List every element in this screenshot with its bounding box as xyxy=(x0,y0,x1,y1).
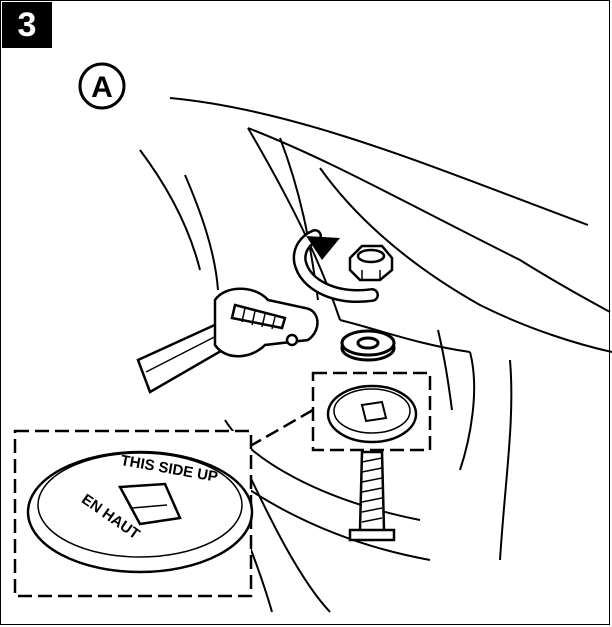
closet-bolt xyxy=(348,450,396,542)
washer-square-hole xyxy=(117,482,182,526)
flat-washer xyxy=(340,329,396,362)
zoom-connector-line xyxy=(251,408,314,447)
hex-nut xyxy=(348,244,394,282)
callout-a-label: A xyxy=(91,71,113,104)
bolt-retainer-washer-small xyxy=(311,371,432,452)
wrench xyxy=(136,287,319,394)
step-number-badge: 3 xyxy=(2,2,52,48)
tighten-rotation-arrow xyxy=(292,229,379,303)
callout-a-marker: A xyxy=(78,62,126,110)
washer-detail-inset: THIS SIDE UP EN HAUT xyxy=(13,429,254,598)
